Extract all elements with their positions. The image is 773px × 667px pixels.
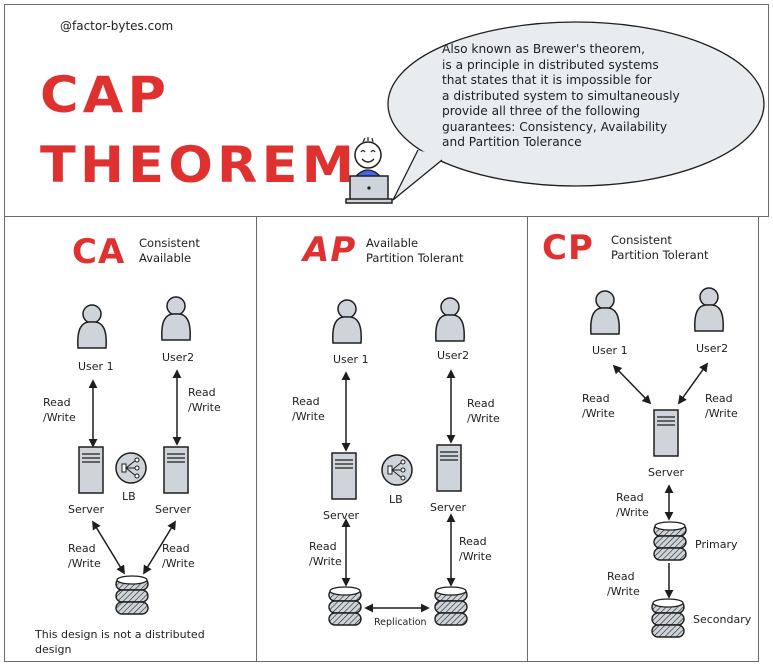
ap-database1-icon	[328, 586, 362, 626]
bubble-text: Also known as Brewer's theorem, is a pri…	[442, 42, 680, 149]
cp-edge-label-3: Read /Write	[616, 491, 649, 519]
ap-server2-label: Server	[430, 501, 467, 514]
ap-user1-label: User 1	[333, 353, 369, 366]
panel-ap-title: AP	[303, 230, 357, 270]
person-with-laptop-icon	[345, 137, 393, 204]
ca-server1-label: Server	[68, 503, 105, 516]
ca-edge-label-2: Read /Write	[188, 386, 221, 414]
ca-server1-icon	[78, 446, 104, 494]
ap-user2-label: User2	[437, 349, 470, 362]
ap-user2-icon	[435, 297, 465, 342]
ap-user1-icon	[332, 299, 362, 344]
cp-user2-label: User2	[696, 342, 729, 355]
panel-ca-title: CA	[72, 232, 126, 272]
panel-ap-subtitle: Available Partition Tolerant	[366, 236, 464, 265]
ap-edge-label-3: Read /Write	[309, 540, 342, 568]
panel-cp-frame	[527, 216, 759, 662]
cp-user2-icon	[694, 287, 724, 332]
ca-load-balancer-icon	[115, 452, 147, 484]
ap-server1-label: Server	[323, 509, 360, 522]
title-theorem: THEOREM	[40, 136, 359, 194]
ap-edge-label-2: Read /Write	[467, 397, 500, 425]
title-cap: CAP	[40, 66, 171, 124]
ap-server2-icon	[436, 444, 462, 492]
cp-user1-label: User 1	[592, 344, 628, 357]
cp-primary-database-icon	[653, 521, 687, 561]
ap-edge-label-4: Read /Write	[459, 535, 492, 563]
ca-user1-icon	[77, 304, 107, 349]
ap-load-balancer-icon	[381, 454, 413, 486]
ca-server2-icon	[163, 446, 189, 494]
ca-user2-icon	[161, 296, 191, 341]
cp-edge-label-4: Read /Write	[607, 570, 640, 598]
ap-database2-icon	[434, 586, 468, 626]
panel-ca-subtitle: Consistent Available	[139, 236, 200, 265]
ca-edge-label-1: Read /Write	[43, 396, 76, 424]
panel-cp-subtitle: Consistent Partition Tolerant	[611, 233, 709, 262]
cp-primary-label: Primary	[695, 538, 738, 551]
ca-user1-label: User 1	[78, 360, 114, 373]
ca-user2-label: User2	[162, 351, 195, 364]
cp-secondary-label: Secondary	[693, 613, 752, 626]
speech-bubble	[387, 21, 765, 201]
ap-edge-label-1: Read /Write	[292, 395, 325, 423]
watermark: @factor-bytes.com	[60, 19, 174, 33]
ap-replication-label: Replication	[374, 617, 427, 628]
ca-database-icon	[115, 575, 149, 615]
cp-server-icon	[653, 409, 679, 457]
cp-edge-label-1: Read /Write	[582, 392, 615, 420]
ca-edge-label-3: Read /Write	[68, 542, 101, 570]
cp-secondary-database-icon	[651, 598, 685, 638]
ca-edge-label-4: Read /Write	[162, 542, 195, 570]
ap-lb-label: LB	[389, 493, 403, 506]
ap-server1-icon	[331, 452, 357, 500]
cp-edge-label-2: Read /Write	[705, 392, 738, 420]
ca-lb-label: LB	[122, 490, 136, 503]
ca-note: This design is not a distributed design	[35, 628, 205, 656]
cp-server-label: Server	[648, 466, 685, 479]
panel-cp-title: CP	[542, 228, 594, 268]
ca-server2-label: Server	[155, 503, 192, 516]
cp-user1-icon	[590, 290, 620, 335]
